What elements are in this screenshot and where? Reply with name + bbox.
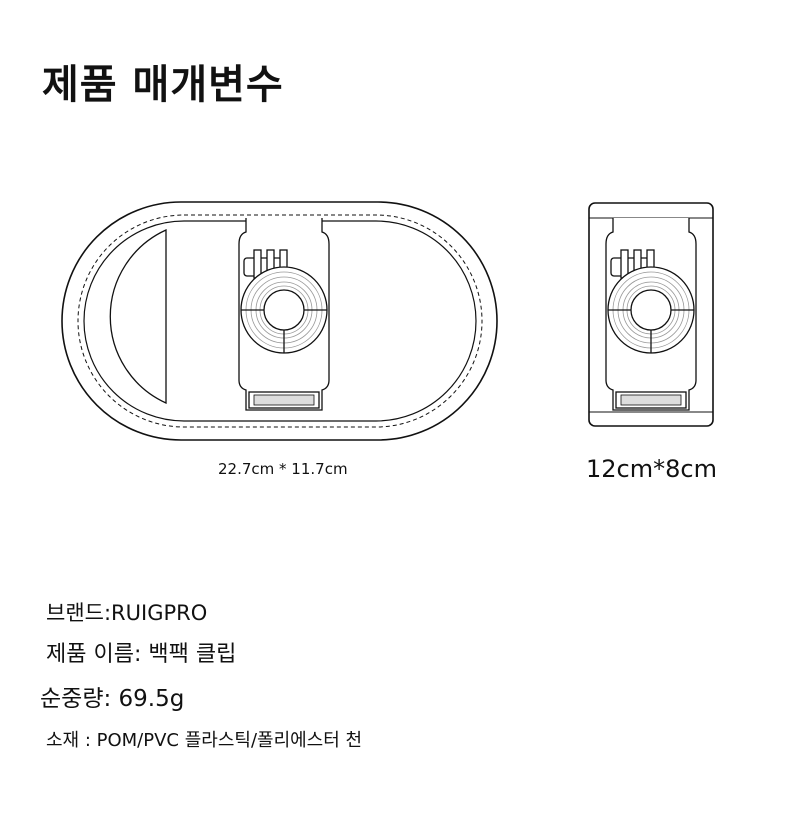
open-dimensions: 22.7cm * 11.7cm (218, 460, 348, 478)
folded-dimensions: 12cm*8cm (586, 455, 717, 483)
folded-clip-drawing (588, 202, 714, 427)
spec-material: 소재 : POM/PVC 플라스틱/폴리에스터 천 (46, 730, 363, 751)
spec-brand: 브랜드:RUIGPRO (46, 601, 208, 625)
page-title: 제품 매개변수 (42, 62, 284, 108)
open-clip-drawing (61, 201, 498, 441)
spec-product-name: 제품 이름: 백팩 클립 (46, 642, 237, 667)
spec-net-weight: 순중량: 69.5g (40, 686, 185, 712)
